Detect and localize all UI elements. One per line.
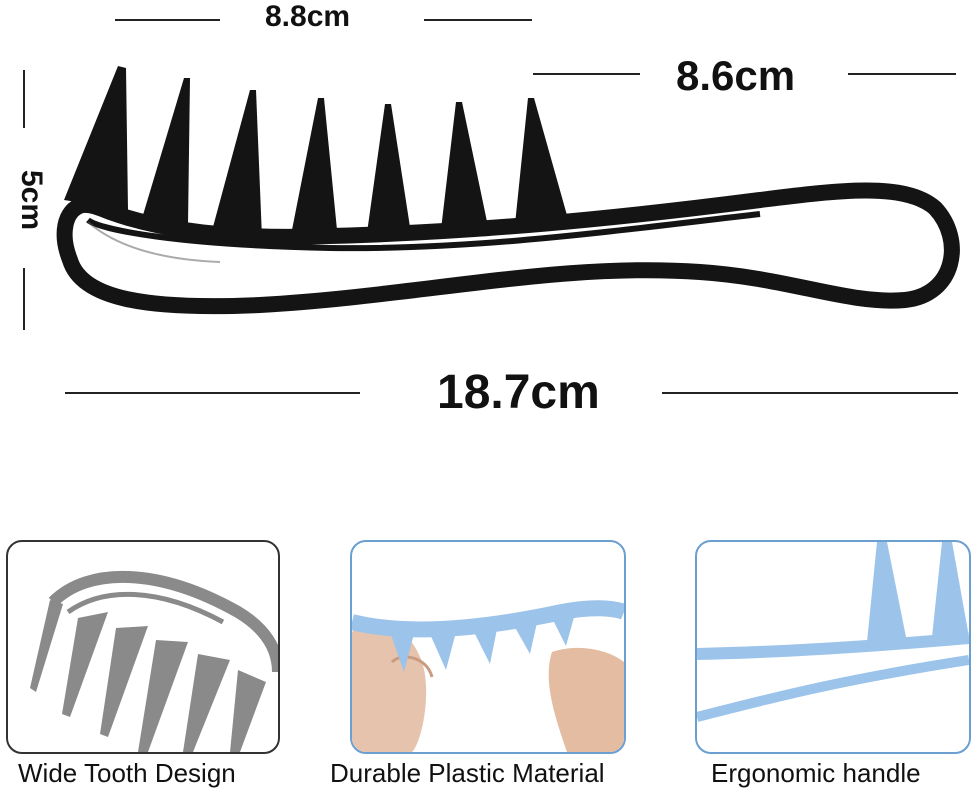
bottom-dimension-line-left — [65, 392, 360, 394]
comb-illustration — [56, 66, 960, 315]
total-length-label: 18.7cm — [437, 366, 600, 419]
bottom-dimension-line-right — [662, 392, 958, 394]
teeth-length-label: 8.8cm — [265, 0, 351, 33]
comb-tooth-7 — [514, 98, 570, 234]
feature-caption-wide-tooth: Wide Tooth Design — [18, 758, 236, 788]
feature-card-wide-tooth — [6, 540, 280, 754]
comb-tooth-4 — [290, 98, 338, 240]
comb-tooth-1 — [64, 66, 128, 210]
right-dimension-line-left — [533, 73, 640, 75]
right-dimension-line-right — [848, 73, 956, 75]
feature-card-ergonomic-handle — [695, 540, 971, 754]
top-dimension-line-right — [424, 19, 532, 21]
comb-tooth-5 — [366, 104, 412, 240]
feature-caption-ergonomic-handle: Ergonomic handle — [711, 758, 921, 788]
comb-wide-teeth-closeup-icon — [30, 570, 278, 752]
top-dimension-line-left — [115, 19, 220, 21]
feature-card-durable-plastic — [350, 540, 626, 754]
handle-length-label: 8.6cm — [676, 52, 796, 99]
comb-handle-closeup-icon — [697, 542, 969, 722]
left-dimension-line-bottom — [23, 268, 25, 330]
comb-tooth-6 — [440, 102, 490, 238]
hands-bending-comb-icon — [352, 600, 624, 752]
comb-tooth-3 — [210, 90, 262, 238]
comb-tooth-2 — [140, 78, 190, 225]
comb-handle-loop — [56, 182, 960, 315]
left-dimension-line-top — [23, 70, 25, 128]
feature-caption-durable-plastic: Durable Plastic Material — [330, 758, 605, 788]
